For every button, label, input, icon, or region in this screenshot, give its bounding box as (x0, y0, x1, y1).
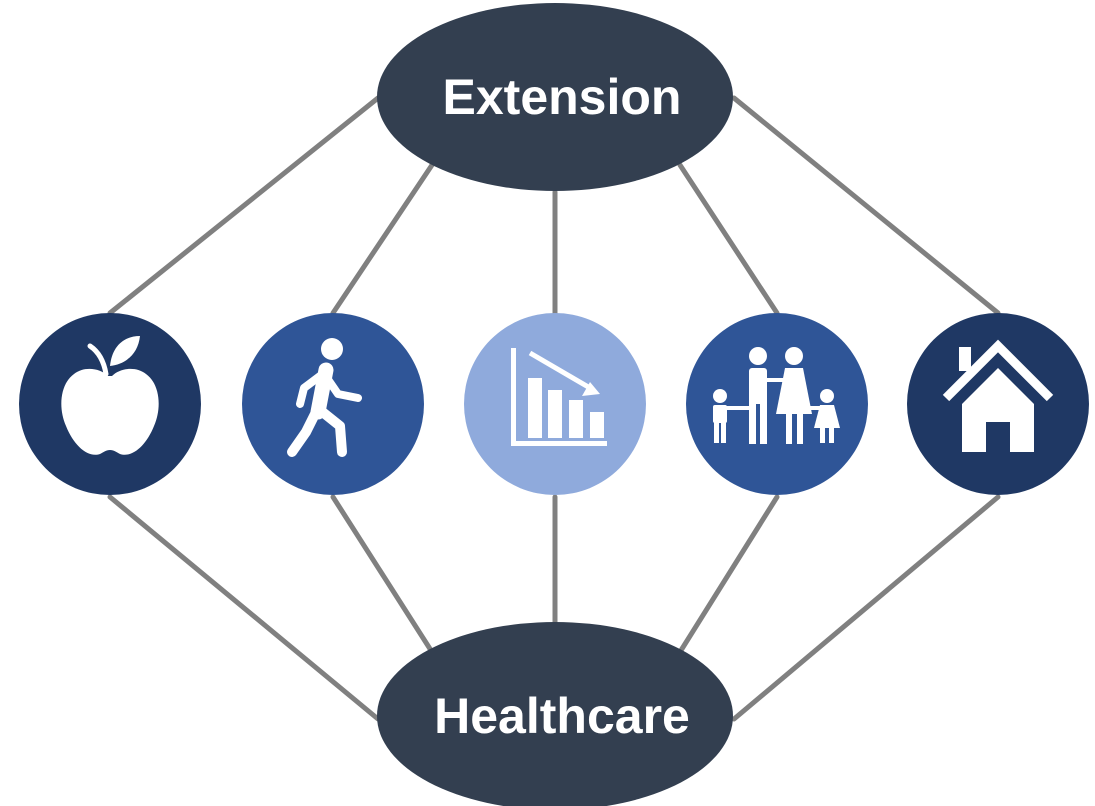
connectors-top (107, 95, 1001, 316)
extension-node-label: Extension (443, 69, 682, 125)
connector-top-family (677, 162, 780, 316)
connector-top-apple (107, 95, 381, 316)
connector-top-house (731, 95, 1001, 316)
walking-circle-bg (242, 313, 424, 495)
walking-circle (242, 313, 424, 495)
healthcare-node-label: Healthcare (434, 688, 690, 744)
family-icon (713, 347, 840, 444)
family-circle (686, 313, 868, 495)
healthcare-node: Healthcare (377, 622, 733, 806)
walking-person-icon (287, 338, 362, 457)
extension-node: Extension (377, 3, 733, 191)
connector-top-walking (330, 162, 435, 316)
connectors-bottom (107, 494, 1001, 722)
connector-bottom-walking (330, 494, 435, 655)
declining-bar-chart-icon (511, 348, 607, 446)
healthcare-node-shape (377, 622, 733, 806)
extension-node-shape (377, 3, 733, 191)
connector-bottom-apple (107, 494, 381, 722)
apple-circle (19, 313, 201, 495)
connector-bottom-family (677, 494, 780, 655)
chart-circle (464, 313, 646, 495)
house-icon (942, 339, 1054, 452)
connector-bottom-house (731, 494, 1001, 722)
house-circle (907, 313, 1089, 495)
family-circle-bg (686, 313, 868, 495)
apple-icon (61, 336, 159, 455)
